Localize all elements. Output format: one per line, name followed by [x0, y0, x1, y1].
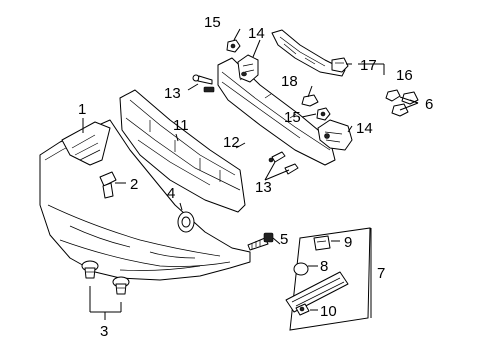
callout-13-lower: 13: [255, 179, 272, 196]
mount-bracket: [317, 119, 353, 151]
leader-lines: [82, 28, 419, 320]
callout-6: 6: [425, 96, 433, 113]
callout-18: 18: [281, 73, 298, 90]
callout-5: 5: [280, 231, 288, 248]
tow-cover-assembly: [285, 227, 371, 331]
push-clip-3-right: [112, 276, 130, 295]
callout-3: 3: [100, 323, 108, 340]
callout-17: 17: [360, 57, 377, 74]
bumper-cover: [39, 119, 251, 281]
callout-15-right: 15: [284, 109, 301, 126]
nut-15-right: [316, 107, 331, 121]
callout-7: 7: [377, 265, 385, 282]
callout-13-upper: 13: [164, 85, 181, 102]
push-clip-3-left: [81, 260, 99, 279]
callout-8: 8: [320, 258, 328, 275]
callout-14-right: 14: [356, 120, 373, 137]
clip-6-a: [385, 89, 401, 102]
screw-5: [247, 232, 274, 251]
callout-12: 12: [223, 134, 240, 151]
push-pin-2: [99, 171, 117, 199]
callout-1: 1: [78, 101, 86, 118]
callout-15-upper: 15: [204, 14, 221, 31]
bolt-13-lower: [268, 151, 299, 175]
callout-4: 4: [167, 185, 175, 202]
upper-retainer: [271, 29, 346, 77]
callout-16: 16: [396, 67, 413, 84]
callout-14-upper: 14: [248, 25, 265, 42]
clip-18: [301, 94, 319, 107]
callout-2: 2: [130, 176, 138, 193]
clip-17: [331, 57, 349, 73]
grommet-4: [177, 211, 195, 233]
callout-11: 11: [173, 117, 189, 134]
bolt-13-upper: [192, 74, 215, 93]
callout-9: 9: [344, 234, 352, 251]
upper-bracket: [237, 54, 259, 83]
nut-15-upper: [226, 39, 241, 53]
callout-10: 10: [320, 303, 337, 320]
energy-absorber: [119, 89, 246, 213]
callout-labels: 1 2 3 4 5 6 7 8 9 10 11 12 13 13 14 14 1…: [78, 14, 433, 340]
